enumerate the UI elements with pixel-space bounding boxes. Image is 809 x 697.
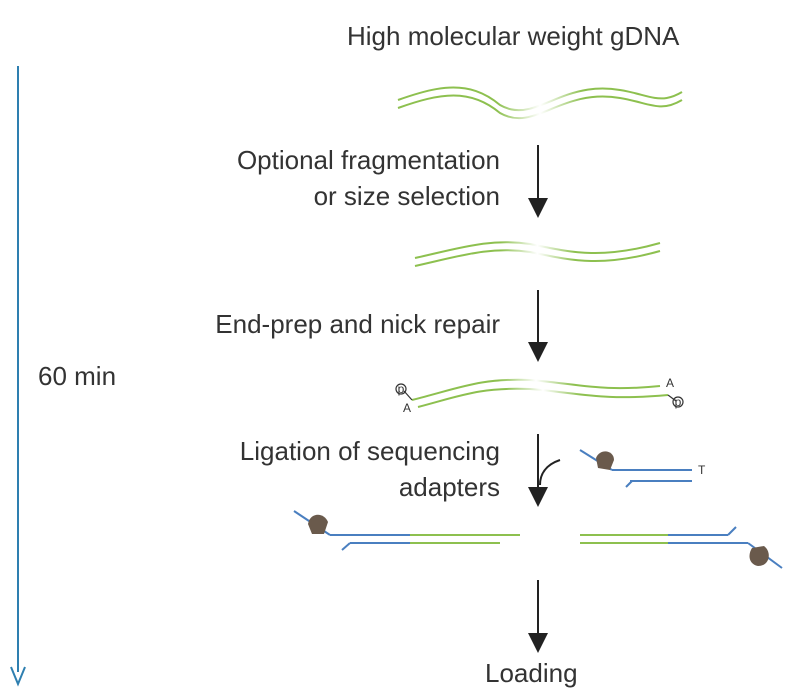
final-label: Loading [485, 658, 578, 688]
timeline-arrow [10, 66, 26, 687]
time-label: 60 min [38, 361, 117, 391]
adapter-join-curve [539, 459, 561, 486]
ligated-library [293, 510, 783, 569]
step-3-line-1: Ligation of sequencing [239, 436, 500, 466]
step-3-line-2: adapters [398, 472, 500, 502]
step-3-label: Ligation of sequencing adapters [240, 433, 500, 505]
step-1-line-2: or size selection [313, 181, 500, 211]
annotation-a-left: A [403, 401, 411, 415]
step-2-label: End-prep and nick repair [215, 306, 500, 342]
end-prepped-strand [395, 378, 684, 408]
step-2-line-1: End-prep and nick repair [215, 309, 500, 339]
diagram-title: High molecular weight gDNA [347, 21, 680, 51]
annotation-p-left: p [398, 382, 405, 396]
motor-protein-icon [596, 451, 614, 470]
motor-protein-left-icon [308, 514, 328, 534]
annotation-a-right: A [666, 376, 674, 390]
sequencing-adapter [579, 449, 692, 488]
gdna-strand [397, 86, 683, 120]
annotation-t-adapter: T [698, 463, 706, 477]
step-1-label: Optional fragmentation or size selection [237, 142, 500, 214]
fragmented-strand [414, 241, 661, 267]
step-1-line-1: Optional fragmentation [236, 145, 500, 175]
annotation-p-right: p [675, 395, 682, 409]
motor-protein-right-icon [749, 546, 769, 566]
